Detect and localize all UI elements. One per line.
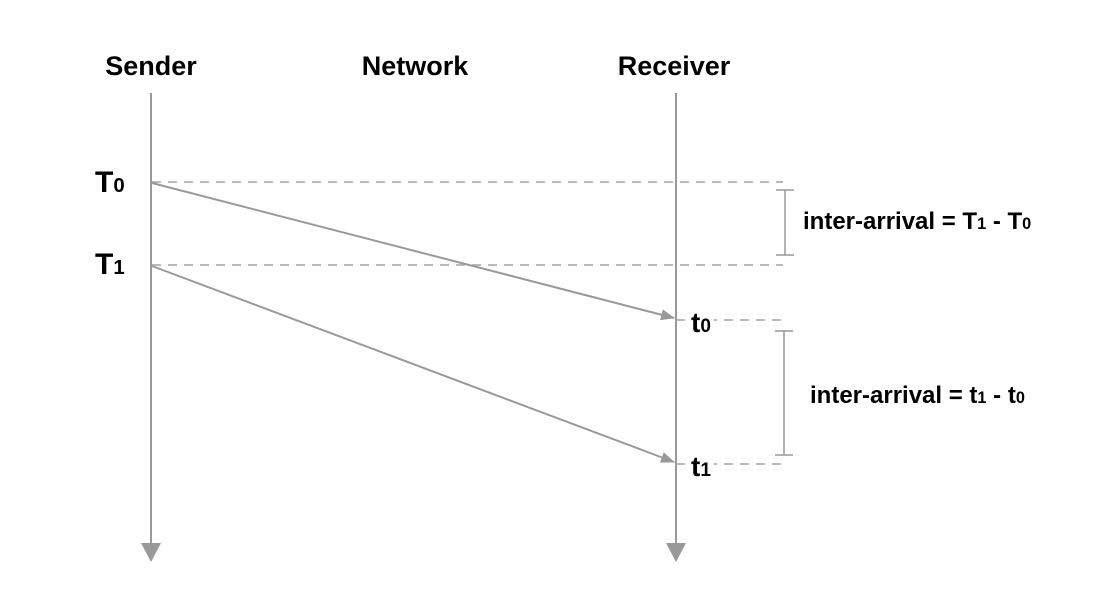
annotation-receiver-interarrival: inter-arrival = t1 - t0 (810, 382, 1025, 410)
annotation-text: inter-arrival = t (810, 382, 978, 409)
event-main: T (95, 248, 114, 281)
event-sub: 0 (700, 316, 711, 337)
column-header-sender: Sender (105, 51, 197, 81)
event-sub: 1 (113, 257, 125, 279)
annotation-text: - t (986, 382, 1016, 409)
event-sub: 0 (113, 175, 125, 197)
annotation-sub: 1 (977, 389, 987, 407)
bracket-sender-interval (776, 189, 794, 256)
packet1-arrow (151, 182, 675, 321)
annotation-text: - T (986, 208, 1023, 235)
annotation-text: inter-arrival = T (803, 208, 978, 235)
column-header-receiver: Receiver (617, 51, 731, 81)
event-main: T (95, 166, 114, 199)
event-main: t (691, 451, 701, 482)
annotation-sub: 0 (1015, 389, 1025, 407)
annotation-sub: 0 (1022, 215, 1032, 233)
annotation-sender-interarrival: inter-arrival = T1 - T0 (803, 208, 1031, 236)
bracket-receiver-interval (775, 330, 793, 456)
packet2-arrow (151, 265, 675, 463)
receiver-timeline-arrowhead-icon (666, 543, 686, 562)
receiver-event-label-t0: t0 (688, 307, 714, 339)
event-main: t (691, 307, 701, 338)
event-sub: 1 (700, 460, 711, 481)
column-header-network: Network (361, 51, 469, 81)
sender-timeline-arrowhead-icon (141, 543, 161, 562)
receiver-event-label-t1: t1 (688, 451, 714, 483)
sender-event-label-T1: T1 (95, 248, 125, 282)
sender-event-label-T0: T0 (95, 166, 125, 200)
annotation-sub: 1 (977, 215, 987, 233)
